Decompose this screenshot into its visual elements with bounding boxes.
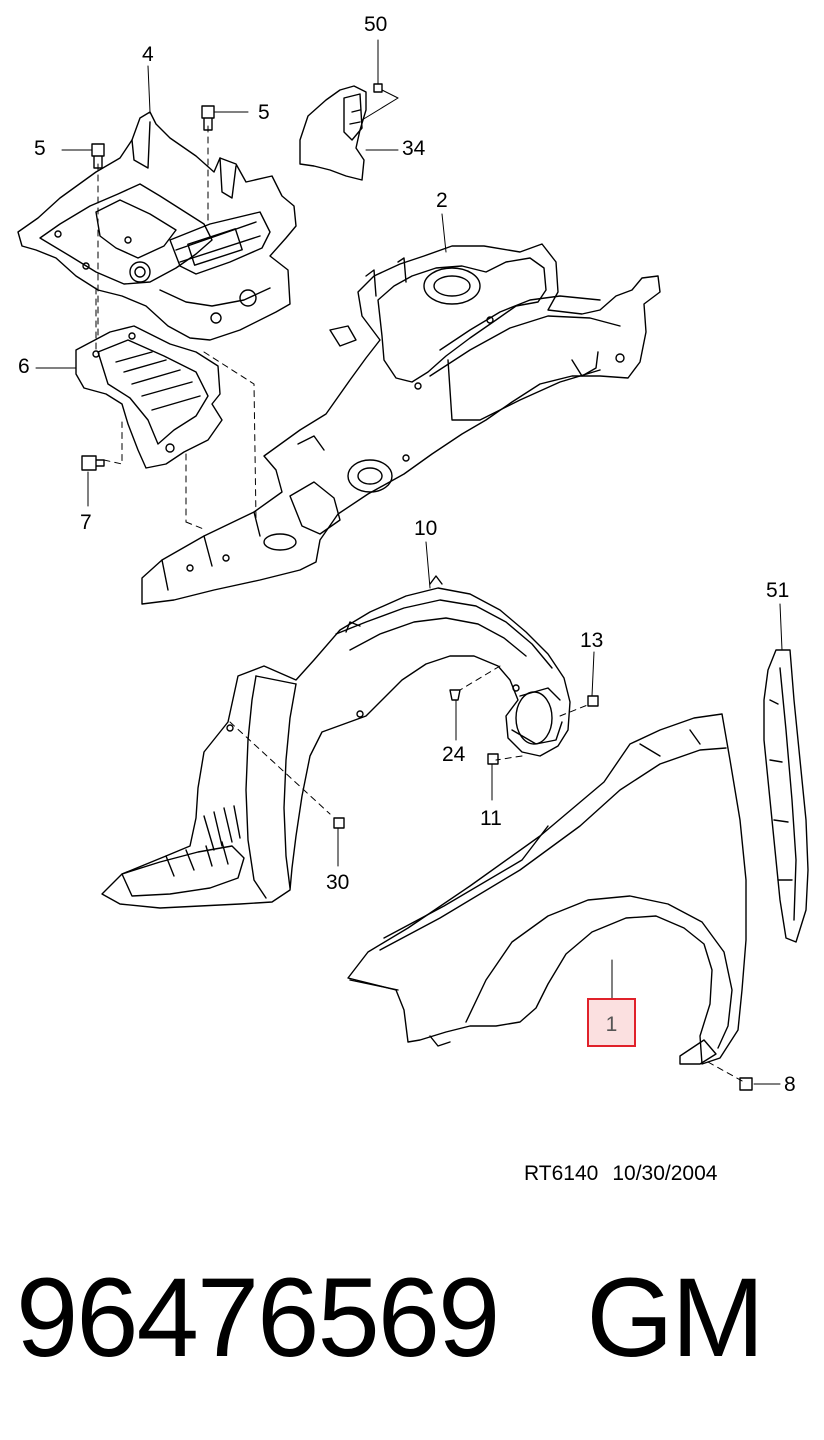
callout-10: 10: [414, 517, 438, 540]
callout-34: 34: [402, 137, 426, 160]
callout-24: 24: [442, 743, 466, 766]
callout-2: 2: [436, 189, 448, 212]
callout-50: 50: [364, 13, 388, 36]
callout-7: 7: [80, 511, 92, 534]
part-6-bracket: [75, 325, 223, 469]
callout-1: 1: [605, 1013, 618, 1036]
callout-4: 4: [142, 43, 154, 66]
highlighted-callout-1[interactable]: 1: [587, 998, 636, 1047]
callout-11: 11: [480, 807, 502, 830]
leader-lines: [35, 39, 783, 1085]
callout-8: 8: [784, 1073, 796, 1096]
part-number: 96476569: [16, 1255, 500, 1380]
part-2-apron: [141, 243, 661, 605]
fastener-bolts: [81, 83, 753, 1091]
callout-30: 30: [326, 871, 350, 894]
diagram-code: RT6140: [524, 1162, 599, 1185]
part-51-seal: [763, 649, 809, 943]
part-4-bracket: [17, 111, 297, 341]
diagram-caption: RT6140 10/30/2004: [524, 1163, 731, 1184]
callout-51: 51: [766, 579, 790, 602]
guide-dashed-lines: [95, 125, 745, 1083]
callout-13: 13: [580, 629, 604, 652]
callout-5-right: 5: [258, 101, 270, 124]
callout-6: 6: [18, 355, 30, 378]
part-34-bracket: [299, 85, 367, 181]
brand-name: GM: [586, 1255, 764, 1380]
diagram-date: 10/30/2004: [612, 1162, 718, 1185]
callout-5-left: 5: [34, 137, 46, 160]
exploded-parts-diagram: [17, 39, 809, 1091]
part-10-liner: [101, 575, 571, 909]
part-1-fender: [347, 713, 747, 1065]
